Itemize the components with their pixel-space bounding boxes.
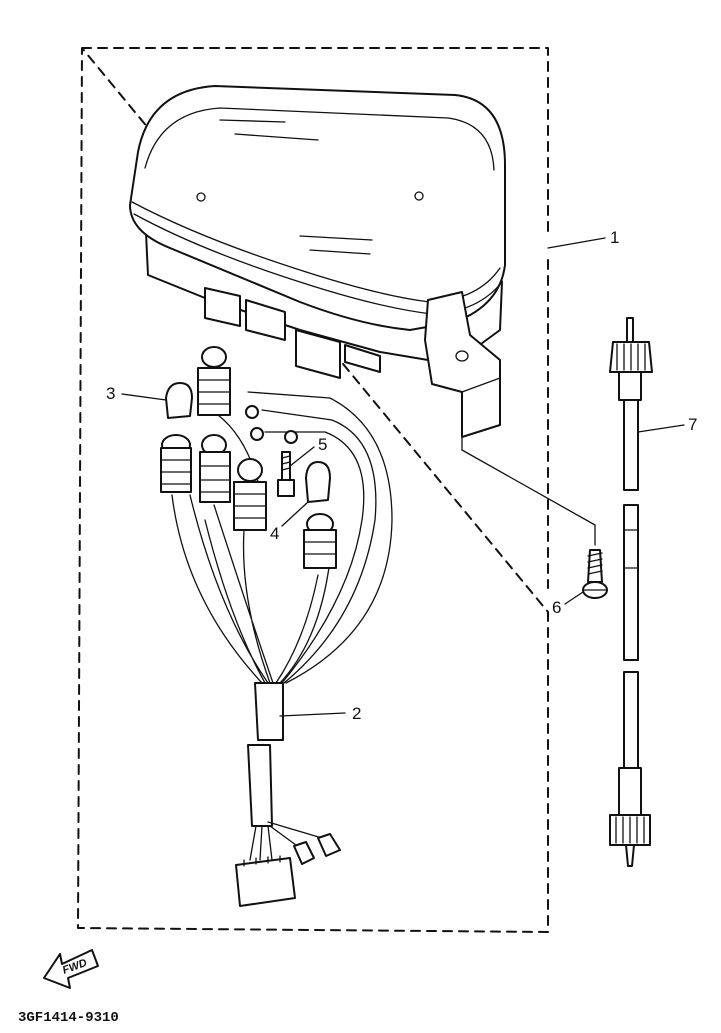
wire-harness — [171, 391, 393, 907]
leader-line-4 — [281, 501, 309, 527]
fwd-arrow-icon: FWD — [43, 949, 99, 989]
bulb-part-4 — [305, 461, 331, 503]
leader-line-2 — [279, 712, 346, 717]
drawing-code: 3GF1414-9310 — [18, 1010, 119, 1026]
callout-2: 2 — [352, 704, 361, 723]
bulb-part-3 — [165, 382, 193, 419]
leader-line-1 — [547, 237, 606, 249]
bulb-sockets — [160, 346, 337, 569]
screw-part-6 — [582, 549, 608, 599]
leader-line-7 — [637, 424, 685, 433]
callout-5: 5 — [318, 435, 327, 454]
callout-3: 3 — [106, 384, 115, 403]
callout-6: 6 — [552, 598, 561, 617]
screw-part-5 — [277, 451, 295, 497]
speedometer-cable — [609, 317, 653, 867]
leader-line-6 — [461, 436, 596, 546]
callout-7: 7 — [688, 415, 697, 434]
callout-4: 4 — [270, 524, 279, 543]
leader-line-6b — [564, 591, 584, 605]
meter-housing — [129, 85, 506, 438]
callout-1: 1 — [610, 228, 619, 247]
leader-line-3 — [121, 393, 167, 401]
leader-line-5 — [289, 446, 315, 467]
